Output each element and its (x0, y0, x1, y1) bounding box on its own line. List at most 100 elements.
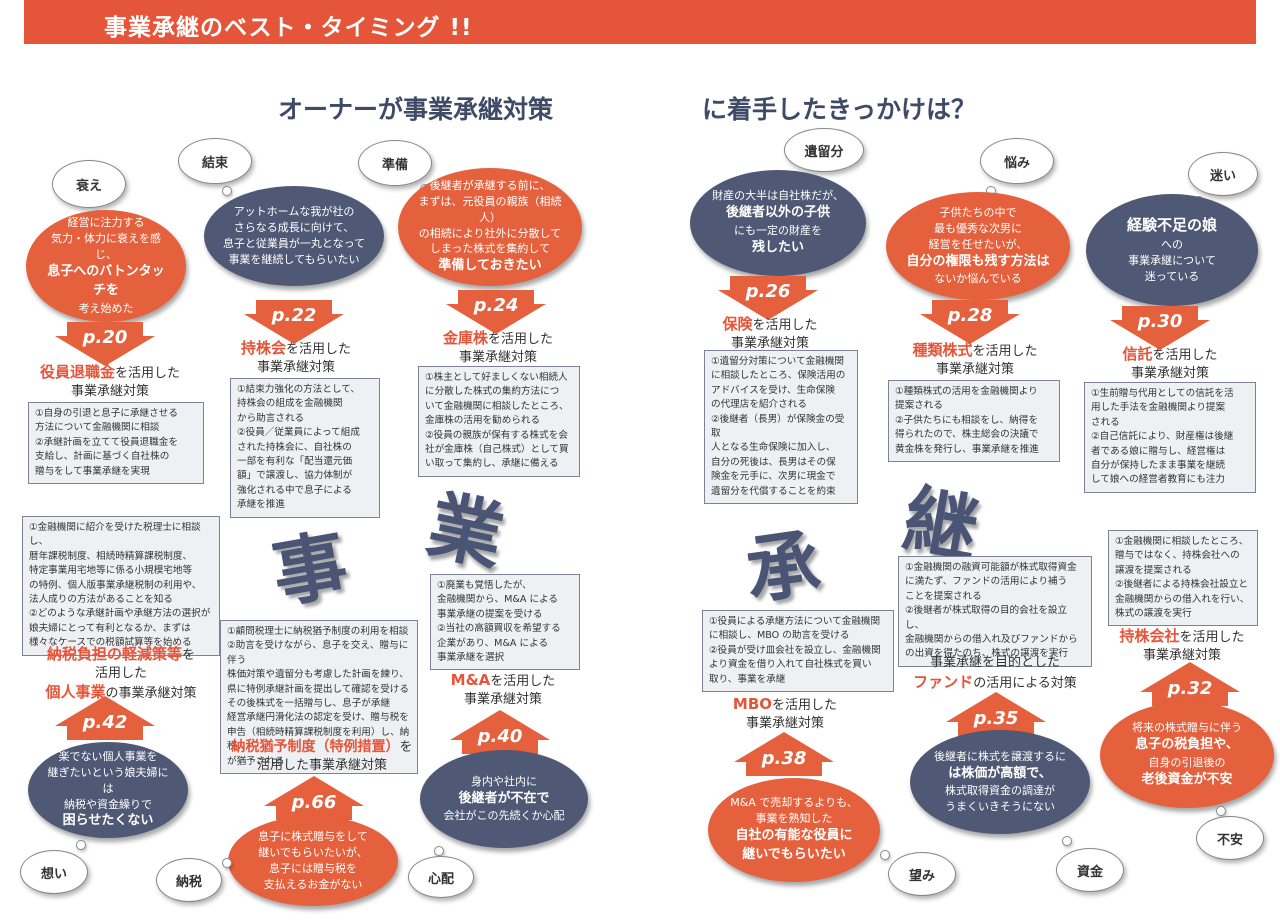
box-line: ①役員による承継方法について金融機関 (709, 616, 881, 627)
arrow-p40[interactable]: p.40 (450, 710, 550, 754)
bubble-line: さらなる成長に向けて、 (233, 221, 355, 235)
keyword-bubble-nozei: 納税 (156, 858, 222, 902)
label-p28: 種類株式を活用した 事業承継対策 (890, 340, 1060, 378)
arrow-p28[interactable]: p.28 (920, 300, 1020, 344)
label-keyword: 保険 (722, 315, 753, 333)
label-keyword: 持株会社 (1119, 627, 1180, 645)
arrow-p42[interactable]: p.42 (55, 696, 155, 740)
label-text: を活用した (490, 674, 556, 689)
bubble-line: 継いでもらいたい (742, 846, 846, 862)
page-ref: p.40 (477, 726, 523, 747)
box-line: 提案される (895, 400, 943, 412)
keyword-text: 準備 (381, 157, 408, 173)
box-line: に満たず、ファンドの活用により補う (905, 576, 1068, 588)
arrow-p30[interactable]: p.30 (1110, 306, 1210, 350)
arrow-up-shape (55, 696, 155, 740)
bubble-line: 自身の引退後の (1148, 756, 1226, 769)
box-line: ②当社の高額買収を希望する (437, 623, 561, 635)
arrow-down-shape (718, 276, 818, 320)
arrow-p38[interactable]: p.38 (734, 732, 834, 776)
bubble-line: 考え始めた (78, 301, 134, 315)
box-p35: ①金融機関の融資可能額が株式取得資金に満たず、ファンドの活用により補うことを提案… (898, 556, 1092, 667)
label-p30: 信託を活用した 事業承継対策 (1090, 344, 1250, 382)
bubble-p42: 楽でない個人事業を 継ぎたいという娘夫婦には 納税や資金繰りで 困らせたくない (28, 742, 188, 838)
box-line: 額」で譲渡し、協力体制が (237, 470, 353, 482)
arrow-p32[interactable]: p.32 (1140, 662, 1240, 706)
label-text: の活用による対策 (973, 675, 1077, 691)
keyword-text: 想い (40, 866, 67, 882)
bubble-line: 後継者以外の子供 (725, 205, 830, 221)
box-line: 得られたので、株主総会の決議で (895, 429, 1039, 441)
thought-dot (1062, 836, 1072, 846)
box-line: ①自身の引退と息子に承継させる (35, 408, 178, 419)
label-text: 事業承継対策 (730, 335, 809, 351)
kanji-ji: 事 (266, 521, 355, 619)
arrow-p35[interactable]: p.35 (946, 692, 1046, 736)
box-line: 金融機関からの借入れ及びファンドから (905, 633, 1078, 645)
title-right: に着手したきっかけは？ (702, 95, 977, 124)
kanji-gyo: 業 (420, 482, 511, 582)
thought-dot (76, 840, 86, 850)
arrow-up-shape (1140, 662, 1240, 706)
bubble-line: は株価が高額で、 (948, 765, 1052, 781)
bubble-line: 準備しておきたい (438, 258, 542, 274)
box-line: が猶予される (227, 755, 285, 767)
box-line: アドバイスを受け、生命保険 (711, 384, 835, 396)
box-line: ②自己信託により、財産権は後継 (1091, 431, 1234, 443)
bubble-line: 迷っている (1144, 269, 1200, 283)
arrow-p24[interactable]: p.24 (446, 290, 546, 334)
label-text: 事業承継対策 (745, 715, 824, 731)
bubble-p30: 経験不足の娘 への 事業承継について 迷っている (1086, 194, 1258, 306)
bubble-p38: M&A で売却するよりも、 事業を熟知した 自社の有能な役員に 継いでもらいたい (708, 778, 880, 882)
label-text: を活用した (488, 332, 554, 347)
bubble-line: 残したい (751, 239, 804, 255)
box-line: 持株会の組成を金融機関 (237, 398, 343, 410)
keyword-text: 資金 (1076, 864, 1103, 880)
arrow-down-shape (1110, 306, 1210, 350)
keyword-bubble-shikin: 資金 (1056, 848, 1124, 892)
arrow-down-shape (55, 322, 155, 366)
label-keyword: 納税猶予制度（特例措置） (231, 739, 400, 755)
arrow-p20[interactable]: p.20 (55, 322, 155, 366)
label-text: 事業承継を目的とした (929, 655, 1060, 670)
bubble-p35: 後継者に株式を譲渡するに は株価が高額で、 株式取得資金の調達が うまくいきそう… (910, 730, 1090, 834)
bubble-line: 後継者に株式を譲渡するに (934, 749, 1066, 763)
box-line: の出資を得たのち、株式の譲渡を実行 (905, 648, 1069, 660)
label-text: を活用した (772, 698, 838, 713)
box-line: 法人成りの方法があることを知る (29, 593, 173, 605)
box-line: 黄金株を発行し、事業承継を推進 (895, 443, 1039, 455)
arrow-p26[interactable]: p.26 (718, 276, 818, 320)
box-line: 自分が保持したまま事業を継続 (1091, 459, 1226, 471)
box-line: 企業があり、M&A による (437, 637, 549, 649)
box-line: に相談し、MBO の助言を受ける (709, 630, 850, 642)
label-text: を活用した (115, 366, 181, 381)
bubble-line: 気力・体力に衰えを感じ、 (51, 232, 161, 262)
arrow-p22[interactable]: p.22 (244, 300, 344, 344)
box-line: ②どのような承継計画や承継方法の選択が (29, 608, 211, 620)
box-line: に相談したところ、保険活用の (711, 370, 846, 382)
bubble-line: 息子に株式贈与をして (258, 830, 368, 844)
label-text: を活用した (752, 318, 818, 333)
bubble-line: 後継者が不在で (458, 790, 550, 806)
page-ref: p.32 (1167, 678, 1213, 699)
label-p40: M&Aを活用した 事業承継対策 (418, 670, 588, 708)
bubble-line: 自社の有能な役員に (735, 828, 853, 844)
bubble-line: M&A で売却するよりも、 (730, 796, 858, 810)
label-text: を活用した (972, 344, 1038, 359)
bubble-line: 経験不足の娘 (1126, 216, 1217, 235)
box-line: ①顧問税理士に納税猶予制度の利用を相談 (227, 626, 409, 637)
bubble-line: 身内や社内に (471, 774, 537, 788)
box-line: ②役員／従業員によって組成 (237, 427, 360, 439)
box-line: ことを提案される (905, 590, 982, 602)
box-line: 事業承継を選択 (437, 651, 505, 663)
bubble-line: 老後資金が不安 (1141, 771, 1233, 787)
keyword-bubble-iryubun: 遺留分 (784, 128, 864, 172)
box-line: 険金を元手に、次男に現金で (711, 471, 836, 483)
title-left: オーナーが事業承継対策 (278, 95, 554, 124)
box-line: 方法について金融機関に相談 (35, 422, 160, 434)
bubble-p40: 身内や社内に 後継者が不在で 会社がこの先続くか心配 (420, 750, 588, 848)
box-line: 申告（相続時精算課税制度を利用）し、納税 (227, 726, 410, 753)
arrow-p66[interactable]: p.66 (264, 776, 364, 820)
bubble-line: 事業承継について (1128, 253, 1216, 267)
